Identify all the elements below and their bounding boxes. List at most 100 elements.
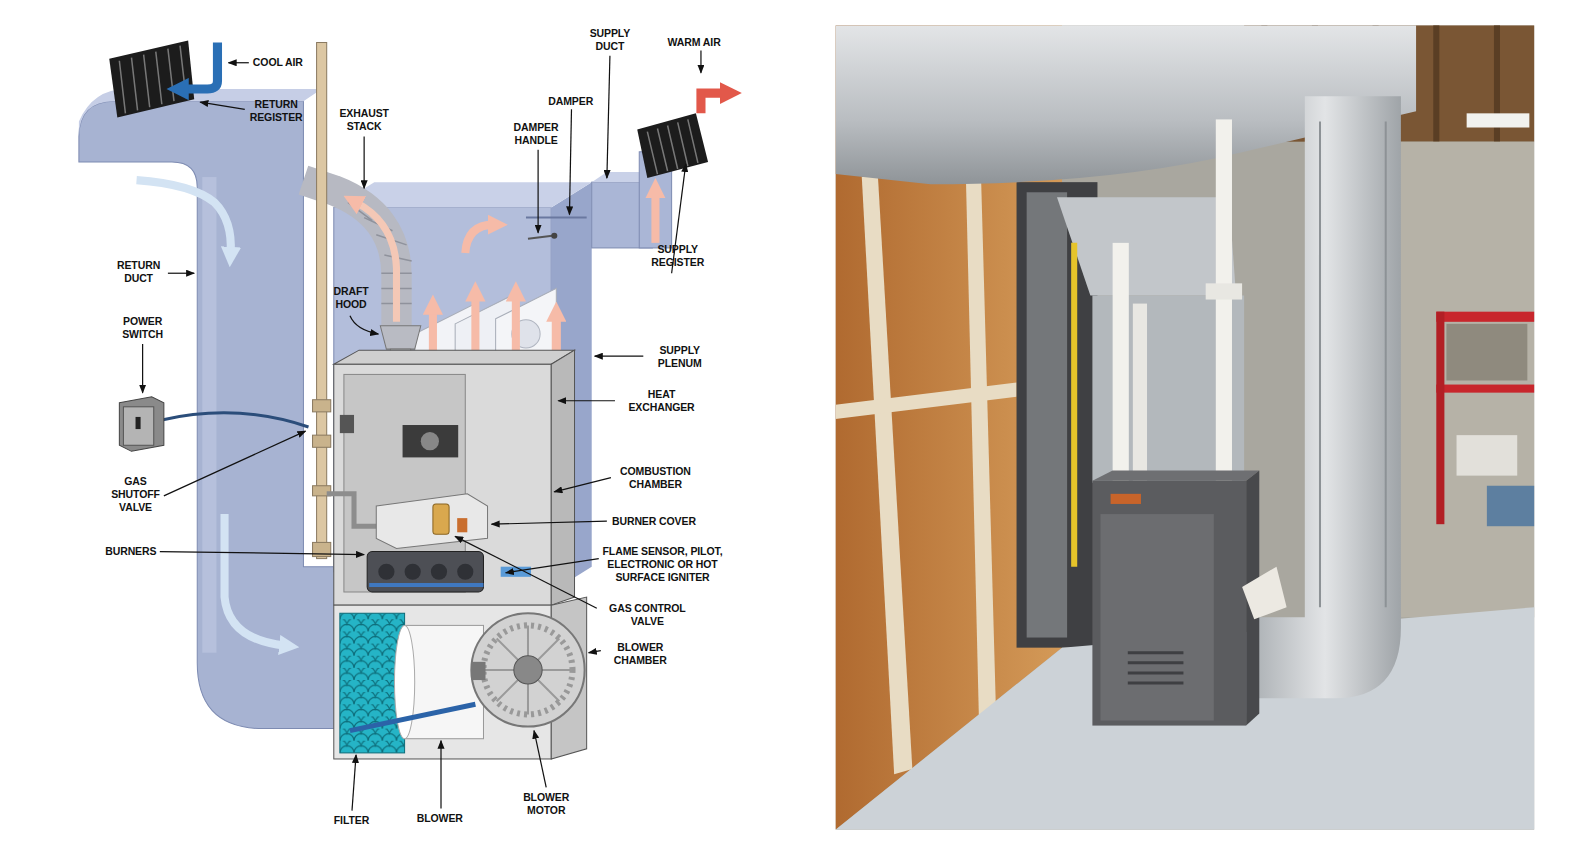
return-duct [79,89,339,729]
leader-line [589,651,601,653]
warm-air-arrows [512,295,520,352]
installation-photo [966,180,996,726]
part-label: BURNER COVER [612,515,696,528]
installation-photo [1206,283,1242,299]
installation-photo [1467,113,1530,127]
return-register [109,40,194,117]
part-label: DRAFT HOOD [327,285,376,311]
installation-photo [1111,494,1141,504]
installation-photo [1100,514,1213,720]
part-label: SUPPLY DUCT [584,27,637,53]
warm-air-arrows [465,225,493,253]
furnace-cabinet [421,432,439,450]
leader-line [143,51,701,811]
installation-photo [1320,121,1386,607]
gas-pipe [317,43,327,559]
installation-photo [1128,653,1184,683]
return-duct [137,180,231,253]
installation-photo [1436,385,1534,393]
supply-register [647,119,698,174]
leader-line [554,478,611,492]
leader-line [595,356,644,357]
power-switch [162,413,309,427]
installation-photo [1216,119,1232,495]
part-label: FILTER [334,814,369,827]
installation-photo [1027,192,1067,637]
leader-line [142,344,143,393]
blower-chamber [483,625,572,714]
furnace-cabinet [369,583,483,587]
leader-line [350,316,378,334]
part-label: DAMPER HANDLE [505,121,568,147]
leader-line [492,521,607,524]
supply-register [637,113,708,178]
leader-line [160,552,364,555]
installation-photo [862,177,913,774]
gas-pipe [313,435,331,447]
part-label: BLOWER MOTOR [515,791,578,817]
furnace-cabinet [457,564,473,580]
blower-chamber [471,613,584,726]
furnace-cabinet [340,415,354,433]
return-register [119,46,186,114]
installation-photo [1436,312,1534,322]
leader-line [229,62,249,63]
gas-pipe [313,43,331,559]
part-label: RETURN REGISTER [243,98,310,124]
installation-photo [1446,324,1527,381]
supply-register [637,113,708,178]
part-label: HEAT EXCHANGER [620,388,703,414]
furnace-cabinet [433,504,449,534]
blower-chamber [514,656,542,684]
part-label: DAMPER [548,95,593,108]
installation-photo [1113,243,1129,491]
return-duct [225,514,286,646]
leader-line [440,741,441,809]
leader-line [538,150,539,233]
part-label: GAS SHUTOFF VALVE [105,475,166,514]
warm-air-arrows [471,295,479,356]
part-label: BLOWER [417,812,463,825]
power-switch [136,417,141,429]
blower-chamber [483,625,572,714]
return-duct [79,101,339,728]
supply-plenum [528,236,552,239]
power-switch [123,407,153,445]
leader-line [455,536,597,608]
leader-line [534,731,546,788]
supply-plenum [526,217,587,219]
blower-chamber [350,704,475,730]
installation-photo [1092,481,1246,726]
installation-photo [1436,312,1444,525]
installation-photo [1396,142,1535,618]
part-label: GAS CONTROL VALVE [599,602,696,628]
installation-photo [1457,435,1518,475]
power-switch [119,397,164,452]
return-register [109,40,194,117]
leader-line [700,51,701,73]
leader-line [558,400,615,401]
part-label: SUPPLY REGISTER [644,243,711,269]
installation-photo [1133,304,1147,491]
cool-air-arrow [182,43,217,90]
supply-plenum [551,233,557,239]
part-label: RETURN DUCT [112,259,165,285]
furnace-cabinet [327,350,575,605]
part-label: COMBUSTION CHAMBER [613,465,698,491]
part-label: POWER SWITCH [113,315,172,341]
installation-photo [835,25,1534,830]
blower-chamber [471,662,485,680]
leader-line [506,559,599,573]
furnace-cabinet [367,552,483,592]
part-label: COOL AIR [253,56,303,69]
cool-air-arrow [182,43,217,90]
installation-photo [835,25,1534,830]
part-label: WARM AIR [668,36,721,49]
furnace-cabinet [376,494,487,549]
installation-photo [1242,567,1287,620]
draft-hood [380,326,420,349]
furnace-cabinet [403,425,459,457]
